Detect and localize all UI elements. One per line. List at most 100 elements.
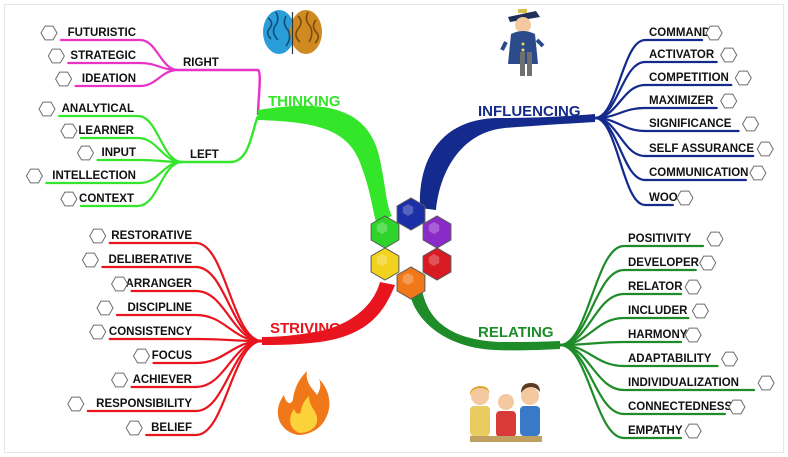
thinking-right-label: RIGHT <box>183 57 219 69</box>
relating-empathy-branch <box>558 343 626 440</box>
thinking-context-branch <box>136 160 184 208</box>
influencing-significance-label: SIGNIFICANCE <box>649 118 732 130</box>
relating-individualization-branch <box>558 343 626 392</box>
striving-restorative-hex-bubble <box>89 228 107 244</box>
striving-responsibility-label: RESPONSIBILITY <box>96 398 192 410</box>
thinking-strategic-label: STRATEGIC <box>70 50 136 62</box>
thinking-input-label: INPUT <box>102 147 137 159</box>
relating-relator-hex-bubble <box>684 279 702 295</box>
influencing-woo-branch <box>593 116 647 207</box>
influencing-maximizer-hex-bubble <box>720 93 738 109</box>
thinking-learner-hex-bubble <box>60 123 78 139</box>
influencing-command-label: COMMAND <box>649 27 710 39</box>
thinking-context-hex-bubble <box>60 191 78 207</box>
relating-empathy-hex-bubble <box>684 423 702 439</box>
influencing-woo-hex-bubble <box>676 190 694 206</box>
influencing-self-assurance-label: SELF ASSURANCE <box>649 143 754 155</box>
thinking-intellection-hex-bubble <box>25 168 43 184</box>
striving-arranger-label: ARRANGER <box>126 278 193 290</box>
relating-positivity-hex-bubble <box>706 231 724 247</box>
influencing-self-assurance-hex-bubble <box>756 141 774 157</box>
striving-arranger-hex-bubble <box>111 276 129 292</box>
striving-achiever-branch <box>194 339 264 389</box>
influencing-category-label: INFLUENCING <box>478 103 581 120</box>
relating-includer-hex-bubble <box>691 303 709 319</box>
striving-focus-hex-bubble <box>132 348 151 364</box>
influencing-activator-hex-bubble <box>720 47 738 63</box>
relating-developer-branch <box>558 268 626 347</box>
fire-icon <box>277 371 330 435</box>
thinking-learner-label: LEARNER <box>78 125 134 137</box>
thinking-input-hex-bubble <box>76 145 95 161</box>
relating-individualization-label: INDIVIDUALIZATION <box>628 377 739 389</box>
people-group-icon <box>469 383 542 442</box>
thinking-category-label: THINKING <box>268 93 341 110</box>
striving-discipline-label: DISCIPLINE <box>127 302 192 314</box>
relating-connectedness-label: CONNECTEDNESS <box>628 401 732 413</box>
center-hex-highlight <box>428 222 440 234</box>
influencing-significance-hex-bubble <box>742 116 760 132</box>
striving-belief-hex-bubble <box>125 420 143 436</box>
thinking-left-connector <box>182 115 260 164</box>
relating-empathy-label: EMPATHY <box>628 425 683 437</box>
striving-responsibility-hex-bubble <box>67 396 85 412</box>
relating-harmony-hex-bubble <box>684 327 702 343</box>
thinking-analytical-hex-bubble <box>38 101 56 117</box>
center-hexagons <box>370 197 452 300</box>
center-hex-highlight <box>376 222 388 234</box>
striving-trunk <box>262 282 395 345</box>
center-hex-highlight <box>428 254 440 266</box>
relating-adaptability-label: ADAPTABILITY <box>628 353 712 365</box>
relating-harmony-label: HARMONY <box>628 329 688 341</box>
influencing-competition-label: COMPETITION <box>649 72 729 84</box>
center-hex-orange <box>396 266 426 300</box>
center-hex-blue <box>396 197 426 231</box>
striving-deliberative-hex-bubble <box>81 252 99 268</box>
thinking-learner-branch <box>136 136 184 164</box>
thinking-ideation-branch <box>138 68 180 88</box>
striving-achiever-hex-bubble <box>111 372 129 388</box>
center-hex-highlight <box>402 204 414 216</box>
striving-restorative-label: RESTORATIVE <box>111 230 192 242</box>
striving-focus-label: FOCUS <box>152 350 193 362</box>
striving-category-label: STRIVING <box>270 320 341 337</box>
relating-trunk <box>410 290 560 351</box>
branches <box>45 38 756 440</box>
center-hex-red <box>422 247 452 281</box>
thinking-analytical-label: ANALYTICAL <box>62 103 134 115</box>
relating-includer-label: INCLUDER <box>628 305 688 317</box>
thinking-intellection-label: INTELLECTION <box>52 170 136 182</box>
relating-relator-label: RELATOR <box>628 281 683 293</box>
striving-consistency-label: CONSISTENCY <box>109 326 192 338</box>
striving-belief-branch <box>194 339 264 437</box>
relating-adaptability-hex-bubble <box>721 351 739 367</box>
brain-icon <box>263 10 322 54</box>
relating-developer-hex-bubble <box>699 255 717 271</box>
striving-discipline-hex-bubble <box>96 300 114 316</box>
influencing-command-branch <box>593 38 647 120</box>
influencing-communication-branch <box>593 116 647 182</box>
thinking-ideation-label: IDEATION <box>82 73 136 85</box>
trunks <box>258 105 595 351</box>
influencing-maximizer-label: MAXIMIZER <box>649 95 714 107</box>
relating-developer-label: DEVELOPER <box>628 257 700 269</box>
relating-positivity-label: POSITIVITY <box>628 233 692 245</box>
influencing-communication-hex-bubble <box>749 165 767 181</box>
labels: FUTURISTIC STRATEGIC IDEATION ANALYTICAL LEA… <box>25 25 775 439</box>
thinking-context-label: CONTEXT <box>79 193 134 205</box>
striving-deliberative-label: DELIBERATIVE <box>109 254 193 266</box>
influencing-competition-hex-bubble <box>734 70 752 86</box>
thinking-futuristic-label: FUTURISTIC <box>68 27 136 39</box>
influencing-trunk <box>419 114 595 210</box>
thinking-futuristic-hex-bubble <box>40 25 58 41</box>
thinking-trunk <box>258 105 392 222</box>
thinking-left-label: LEFT <box>190 149 219 161</box>
influencing-command-hex-bubble <box>705 25 723 41</box>
relating-category-label: RELATING <box>478 324 554 341</box>
thinking-intellection-branch <box>138 160 184 185</box>
relating-individualization-hex-bubble <box>757 375 775 391</box>
striving-consistency-hex-bubble <box>89 324 107 340</box>
striving-achiever-label: ACHIEVER <box>133 374 193 386</box>
striving-belief-label: BELIEF <box>151 422 192 434</box>
thinking-strategic-branch <box>138 61 180 72</box>
